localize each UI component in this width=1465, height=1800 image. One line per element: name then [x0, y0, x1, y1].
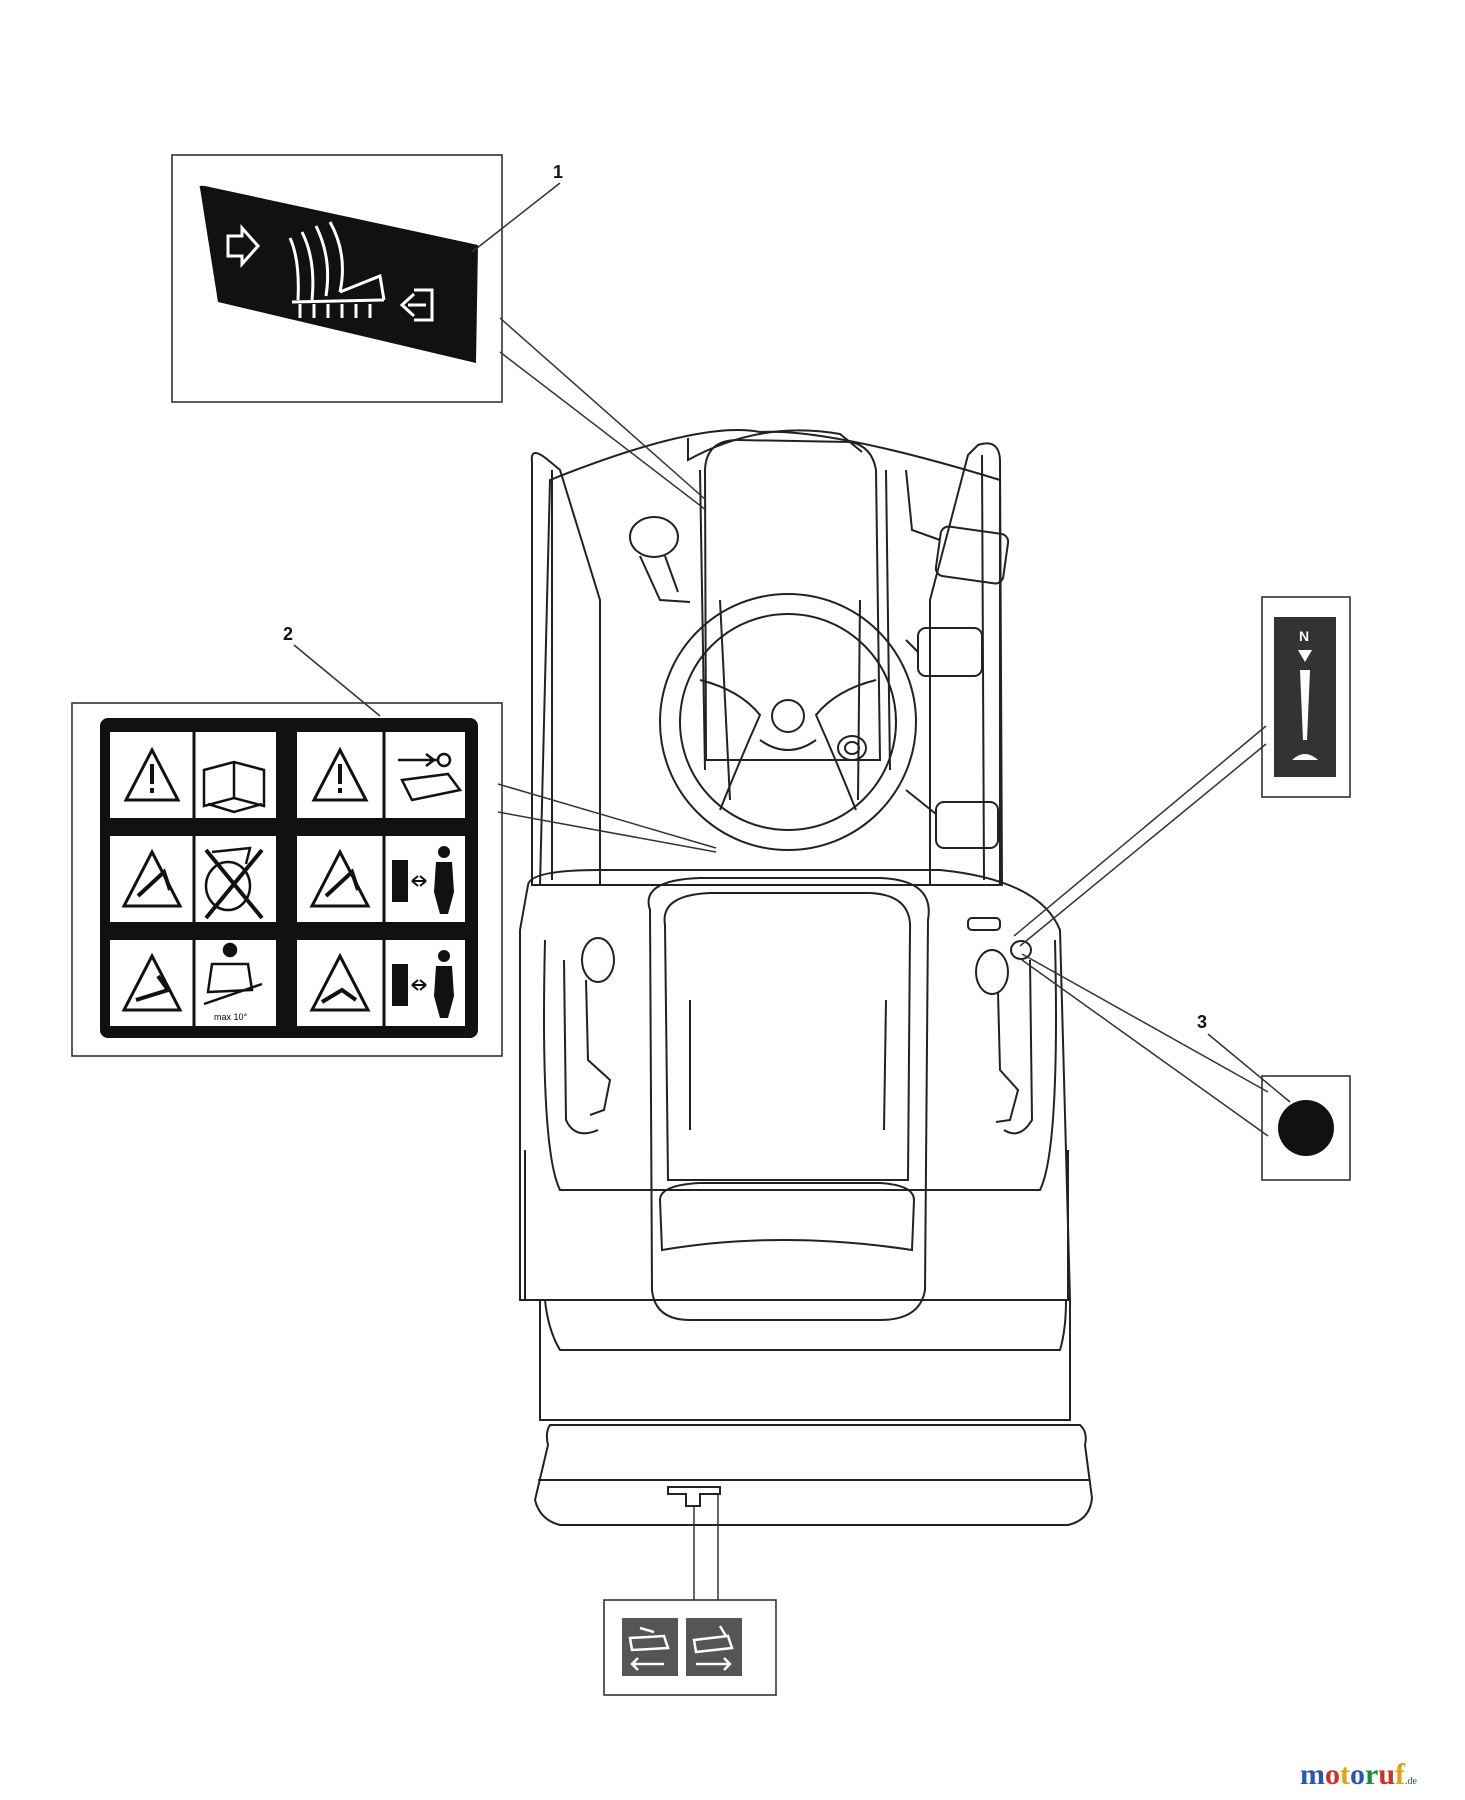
- manual-book-icon: [202, 760, 266, 814]
- key-removal-icon: [398, 752, 463, 802]
- slope-limit-icon: [203, 942, 263, 1006]
- mower-deck-icon: [288, 221, 386, 318]
- callout-1: 1: [471, 162, 707, 511]
- callout-number: 3: [1197, 1012, 1207, 1032]
- pedals: [905, 469, 1010, 849]
- throttle-n-label: N: [1299, 628, 1309, 644]
- callout-2: 2: [283, 624, 717, 853]
- arrow-out-icon: [226, 224, 261, 268]
- thrown-object-icon: [121, 848, 183, 908]
- brand-logo: motoruf.de: [1300, 1758, 1417, 1792]
- throttle-icon: [1292, 650, 1318, 760]
- steering-wheel: [659, 593, 917, 851]
- bottom-decal-box: [603, 1494, 777, 1696]
- decal-1-box: [171, 154, 503, 403]
- tractor-outline: [519, 429, 1094, 1526]
- brand-letter: r: [1365, 1758, 1379, 1791]
- brand-letter: f: [1395, 1758, 1406, 1791]
- warning-triangle-icon: [123, 746, 181, 802]
- callout-3: 3: [1021, 953, 1291, 1137]
- no-passengers-icon: [204, 846, 264, 920]
- rear-left-lever: [563, 937, 615, 1135]
- decal-3-box: [1261, 1075, 1351, 1181]
- warning-triangle-icon: [309, 952, 371, 1012]
- tractor-seat: [647, 877, 930, 1321]
- brand-letter: m: [1300, 1758, 1325, 1791]
- slope-limit-label: max 10°: [214, 1012, 248, 1022]
- front-left-lever: [629, 516, 691, 603]
- safety-row-3: max 10°: [110, 940, 465, 1026]
- brand-letter: t: [1340, 1758, 1350, 1791]
- callout-number: 2: [283, 624, 293, 644]
- throttle-decal-box: N: [1013, 596, 1351, 947]
- decal-2-box: max 10°: [71, 702, 503, 1057]
- cutting-height-icon: [628, 1626, 670, 1671]
- rear-hitch: [667, 1486, 721, 1507]
- warning-triangle-icon: [311, 746, 369, 802]
- brand-letter: o: [1350, 1758, 1365, 1791]
- blade-hazard-icon: [309, 848, 371, 908]
- warning-triangle-icon: [121, 952, 183, 1012]
- brand-letter: u: [1378, 1758, 1396, 1791]
- callout-number: 1: [553, 162, 563, 182]
- safety-row-2: [110, 836, 465, 922]
- keep-distance-icon: [392, 950, 454, 1018]
- safety-row-1: [110, 732, 465, 818]
- cutting-height-icon: [692, 1625, 734, 1671]
- brand-letter: o: [1325, 1758, 1340, 1791]
- rear-right-lever: [967, 917, 1034, 1135]
- keep-distance-icon: [392, 846, 454, 914]
- arrow-in-icon: [399, 288, 434, 322]
- brand-suffix: .de: [1405, 1776, 1417, 1787]
